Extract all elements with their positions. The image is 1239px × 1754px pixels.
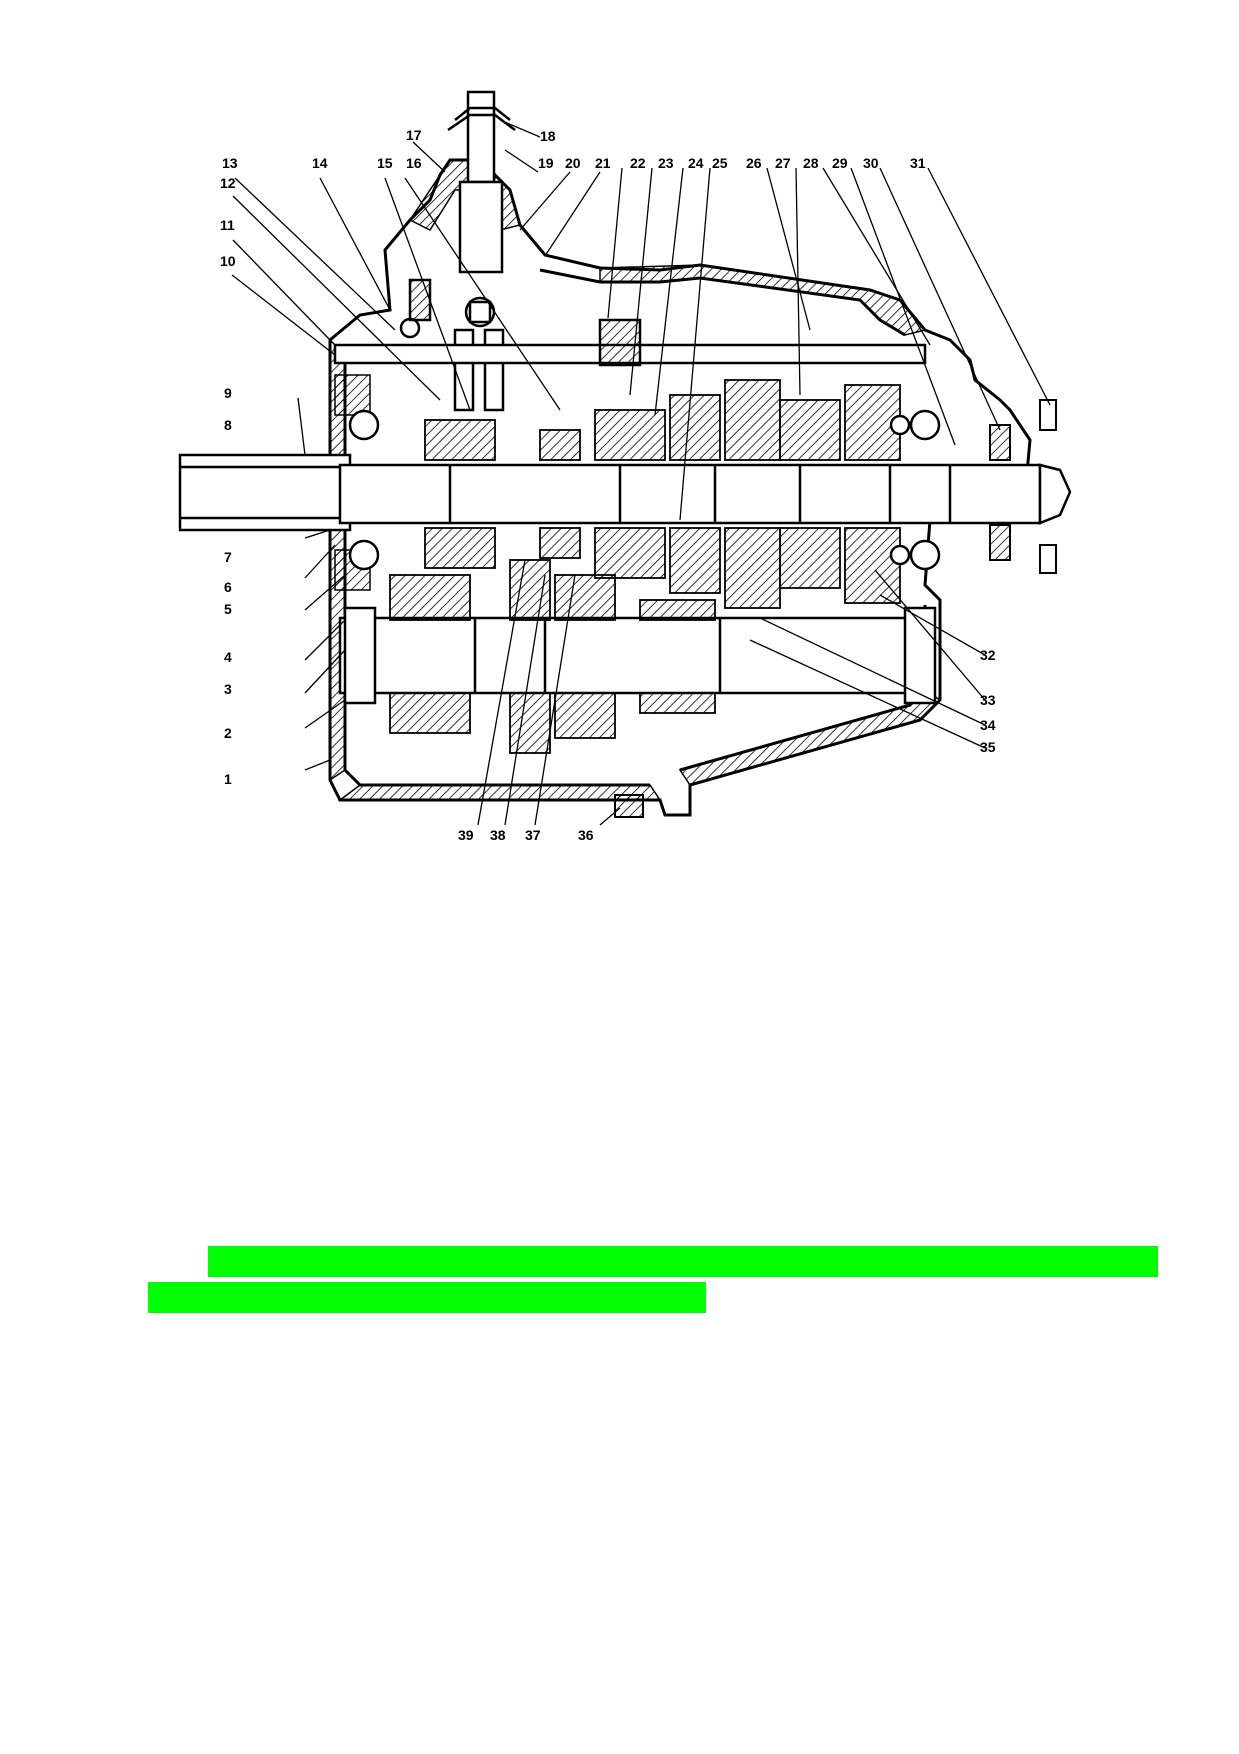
label-35: 35 bbox=[980, 739, 996, 755]
label-10: 10 bbox=[220, 253, 236, 269]
label-4: 4 bbox=[224, 649, 232, 665]
label-2: 2 bbox=[224, 725, 232, 741]
label-14: 14 bbox=[312, 155, 328, 171]
label-31: 31 bbox=[910, 155, 926, 171]
bearings bbox=[348, 409, 941, 571]
main-shaft-gears bbox=[424, 379, 901, 609]
label-26: 26 bbox=[746, 155, 762, 171]
label-13: 13 bbox=[222, 155, 238, 171]
label-39: 39 bbox=[458, 827, 474, 843]
label-5: 5 bbox=[224, 601, 232, 617]
label-25: 25 bbox=[712, 155, 728, 171]
label-12: 12 bbox=[220, 175, 236, 191]
label-38: 38 bbox=[490, 827, 506, 843]
counter-shaft bbox=[338, 606, 937, 705]
label-17: 17 bbox=[406, 127, 422, 143]
highlight-bar-1 bbox=[208, 1246, 1158, 1277]
label-36: 36 bbox=[578, 827, 594, 843]
label-19: 19 bbox=[538, 155, 554, 171]
drain-plug bbox=[614, 794, 644, 818]
shift-rail bbox=[333, 318, 927, 367]
label-27: 27 bbox=[775, 155, 791, 171]
label-20: 20 bbox=[565, 155, 581, 171]
label-1: 1 bbox=[224, 771, 232, 787]
label-28: 28 bbox=[803, 155, 819, 171]
label-21: 21 bbox=[595, 155, 611, 171]
output-flange bbox=[989, 399, 1057, 574]
label-32: 32 bbox=[980, 647, 996, 663]
label-11: 11 bbox=[220, 217, 235, 233]
leader-lines bbox=[231, 119, 1051, 826]
label-34: 34 bbox=[980, 717, 996, 733]
label-30: 30 bbox=[863, 155, 879, 171]
main-shaft bbox=[178, 453, 1072, 532]
label-33: 33 bbox=[980, 692, 996, 708]
gearbox-cross-section-diagram: 13 12 11 10 14 15 16 17 18 19 20 21 22 2… bbox=[178, 90, 1072, 843]
label-15: 15 bbox=[377, 155, 393, 171]
label-7: 7 bbox=[224, 549, 232, 565]
label-3: 3 bbox=[224, 681, 232, 697]
callout-labels: 13 12 11 10 14 15 16 17 18 19 20 21 22 2… bbox=[220, 127, 996, 843]
label-24: 24 bbox=[688, 155, 704, 171]
label-37: 37 bbox=[525, 827, 541, 843]
label-29: 29 bbox=[832, 155, 848, 171]
label-16: 16 bbox=[406, 155, 422, 171]
label-23: 23 bbox=[658, 155, 674, 171]
label-6: 6 bbox=[224, 579, 232, 595]
label-9: 9 bbox=[224, 385, 232, 401]
label-18: 18 bbox=[540, 128, 556, 144]
label-22: 22 bbox=[630, 155, 646, 171]
counter-shaft-gears bbox=[389, 559, 716, 754]
label-8: 8 bbox=[224, 417, 232, 433]
highlight-bar-2 bbox=[148, 1282, 706, 1313]
